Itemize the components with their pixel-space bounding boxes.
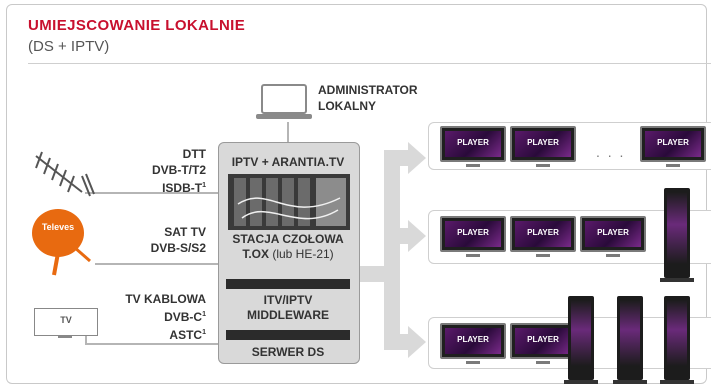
middleware-rack-unit [226, 279, 350, 289]
cable-line2-sup: 1 [202, 311, 206, 318]
player-screen: PLAYER [440, 216, 506, 257]
laptop-icon [256, 84, 312, 119]
totem-display [613, 296, 647, 384]
cable-label: TV KABLOWA DVB-C1 ASTC1 [100, 291, 206, 343]
player-screen: PLAYER [640, 126, 706, 167]
player-label: PLAYER [527, 335, 559, 344]
sat-line1: SAT TV [164, 225, 206, 239]
ds-server-rack-unit [226, 330, 350, 340]
station-alt-model: (lub HE-21) [272, 247, 334, 261]
station-label-line2: T.OX (lub HE-21) [218, 247, 358, 261]
admin-label-line1: ADMINISTRATOR [318, 83, 418, 97]
cable-line3: ASTC1 [100, 325, 206, 343]
cable-line1: TV KABLOWA [125, 292, 206, 306]
dtt-label: DTT DVB-T/T2 ISDB-T1 [110, 146, 206, 196]
headend-chassis [228, 174, 350, 230]
player-label: PLAYER [457, 228, 489, 237]
totem-display [564, 296, 598, 384]
player-screen: PLAYER [510, 216, 576, 257]
player-screen: PLAYER [440, 323, 506, 364]
player-label: PLAYER [527, 138, 559, 147]
dtt-line2: DVB-T/T2 [152, 163, 206, 177]
admin-label-line2: LOKALNY [318, 99, 376, 113]
title-divider [28, 63, 711, 64]
televes-logo: Televes [42, 222, 74, 232]
cable-line2: DVB-C1 [100, 307, 206, 325]
player-label: PLAYER [457, 335, 489, 344]
player-screen: PLAYER [510, 126, 576, 167]
player-label: PLAYER [657, 138, 689, 147]
player-label: PLAYER [597, 228, 629, 237]
totem-display [660, 296, 694, 384]
sat-line2: DVB-S/S2 [150, 241, 206, 255]
tv-stand [58, 335, 72, 338]
dtt-line3-text: ISDB-T [162, 181, 203, 195]
iptv-arantia-label: IPTV + ARANTIA.TV [231, 155, 345, 169]
cable-line3-sup: 1 [202, 329, 206, 336]
player-screen: PLAYER [510, 323, 576, 364]
dtt-line3: ISDB-T1 [110, 178, 206, 196]
ds-server-label: SERWER DS [251, 345, 325, 359]
station-label-line1: STACJA CZOŁOWA [232, 232, 344, 246]
middleware-label-line1: ITV/IPTV [263, 293, 313, 307]
totem-display [660, 188, 694, 282]
diagram-title: UMIEJSCOWANIE LOKALNIE [28, 17, 246, 34]
cable-line2-text: DVB-C [164, 310, 203, 324]
player-label: PLAYER [457, 138, 489, 147]
station-model: T.OX [242, 247, 269, 261]
satellite-dish-icon: Televes [32, 209, 91, 276]
player-label: PLAYER [527, 228, 559, 237]
player-screen: PLAYER [580, 216, 646, 257]
dtt-line3-sup: 1 [202, 182, 206, 189]
diagram-subtitle: (DS + IPTV) [28, 38, 110, 55]
admin-label: ADMINISTRATOR LOKALNY [318, 82, 418, 114]
more-players-ellipsis: . . . [596, 144, 626, 160]
tv-icon-label: TV [60, 315, 72, 325]
player-screen: PLAYER [440, 126, 506, 167]
dtt-line1: DTT [182, 147, 206, 161]
cable-line3-text: ASTC [169, 328, 203, 342]
middleware-label-line2: MIDDLEWARE [247, 308, 329, 322]
tv-icon: TV [34, 308, 98, 336]
sat-label: SAT TV DVB-S/S2 [110, 224, 206, 256]
antenna-icon [35, 151, 95, 197]
